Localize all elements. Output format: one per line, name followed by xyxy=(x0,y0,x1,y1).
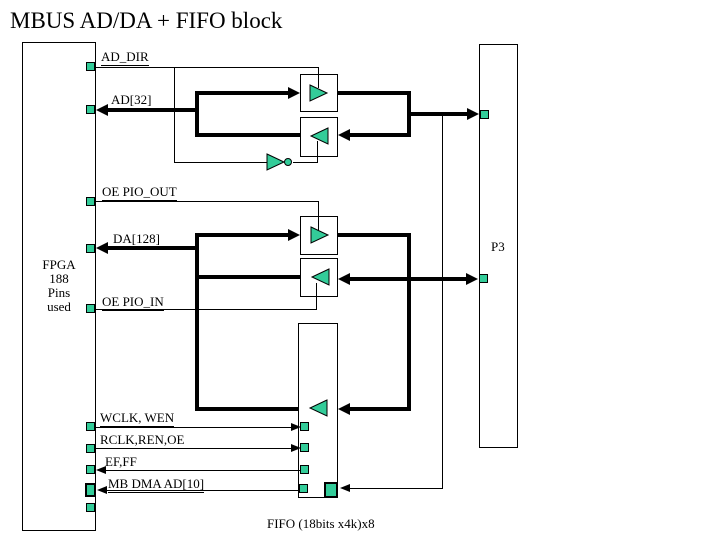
page-title: MBUS AD/DA + FIFO block xyxy=(10,8,283,33)
label-rclk: RCLK,REN,OE xyxy=(100,432,185,449)
wire-ad-dir xyxy=(95,67,319,68)
pin-mb-dma-fpga xyxy=(85,483,96,497)
bus-ad-fpga xyxy=(100,108,199,112)
bus-da-out-buffer-right xyxy=(338,233,411,237)
wire-oe-pio-in xyxy=(95,309,317,310)
pin-wclk-fpga xyxy=(86,422,95,431)
arrow-rclk-into-fifo-icon xyxy=(291,444,301,452)
bus-da-p3-bidir xyxy=(349,277,467,281)
label-da-bus: DA[128] xyxy=(113,231,160,248)
pin-oe-pio-out-fpga xyxy=(86,197,95,206)
bus-da-to-out-buffer xyxy=(195,233,290,237)
arrow-da-into-in-buffer-icon xyxy=(338,273,350,285)
bus-ad-p3-to-in-buffer xyxy=(349,133,411,137)
arrow-da-into-out-buffer-icon xyxy=(288,229,300,241)
bus-da-to-fifo-left xyxy=(195,407,298,411)
wire-inverter-output xyxy=(293,162,318,163)
triangle-left-icon xyxy=(309,126,329,151)
wire-oe-pio-out xyxy=(95,201,319,202)
triangle-right-icon xyxy=(309,83,329,108)
wire-oe-pio-out-enable xyxy=(318,201,319,230)
wire-inverter-input xyxy=(174,162,267,163)
pin-rclk-fifo xyxy=(300,443,309,452)
arrow-ad-into-p3-icon xyxy=(467,108,479,120)
fpga-block xyxy=(22,42,96,531)
arrow-mb-dma-into-fpga-icon xyxy=(97,486,107,494)
wire-wclk xyxy=(95,427,295,428)
wire-oe-pio-in-enable xyxy=(316,283,317,309)
bus-da-from-in-buffer xyxy=(195,275,300,279)
label-oe-pio-out: OE PIO_OUT xyxy=(102,184,177,201)
arrow-wclk-into-fifo-icon xyxy=(291,423,301,431)
wire-ad-dir-enable-out xyxy=(318,67,319,88)
triangle-right-icon xyxy=(310,225,330,250)
label-oe-pio-in: OE PIO_IN xyxy=(102,294,164,311)
fpga-label: FPGA 188 Pins used xyxy=(42,257,76,314)
arrow-ad-into-fpga-icon xyxy=(96,104,108,116)
pin-ef-fifo xyxy=(300,465,309,474)
pin-rclk-fpga xyxy=(86,444,95,453)
wire-rclk xyxy=(95,448,295,449)
triangle-left-icon xyxy=(310,267,330,292)
arrow-da-into-fpga-icon xyxy=(96,242,108,254)
label-mb-dma: MB DMA AD[10] xyxy=(108,476,205,493)
wire-ad-to-fifo-vertical xyxy=(442,114,443,488)
pin-ad-p3 xyxy=(480,110,489,119)
bus-ad-split-vertical xyxy=(195,91,199,137)
pin-da-bus-fpga xyxy=(86,244,95,253)
bus-ad-from-in-buffer xyxy=(195,133,300,137)
pin-ad-dir-fpga xyxy=(86,62,95,71)
pin-wclk-fifo xyxy=(300,422,309,431)
pin-oe-pio-in-fpga xyxy=(86,304,95,313)
arrow-ad-into-out-buffer-icon xyxy=(288,87,300,99)
wire-ad-dir-enable-in xyxy=(317,141,318,162)
label-wclk: WCLK, WEN xyxy=(100,410,175,427)
bus-ad-p3 xyxy=(407,112,469,116)
pin-spare-fpga xyxy=(86,503,95,512)
pin-ef-fpga xyxy=(86,465,95,474)
bus-da-right-vertical xyxy=(407,233,411,411)
label-ad-bus: AD[32] xyxy=(111,92,152,109)
label-ad-dir: AD_DIR xyxy=(101,49,149,66)
inverter-icon xyxy=(266,152,286,177)
arrow-ef-into-fpga-icon xyxy=(96,466,106,474)
arrow-ad-into-fifo-conn-icon xyxy=(340,484,350,492)
fifo-label: FIFO (18bits x4k)x8 xyxy=(267,516,375,531)
p3-label: P3 xyxy=(491,239,505,254)
inverter-bubble-icon xyxy=(284,158,292,166)
bus-ad-to-out-buffer xyxy=(195,91,290,95)
arrow-da-into-fifo-icon xyxy=(338,403,350,415)
arrow-ad-into-in-buffer-icon xyxy=(338,129,350,141)
wire-ef xyxy=(100,470,300,471)
bus-da-fpga xyxy=(100,246,199,250)
pin-ad-fifo xyxy=(324,482,338,498)
bus-ad-out-buffer-to-p3 xyxy=(338,91,411,95)
arrow-da-into-p3-icon xyxy=(466,273,478,285)
pin-ad-bus-fpga xyxy=(86,105,95,114)
wire-ad-to-fifo-horizontal xyxy=(344,488,443,489)
wire-mb-dma xyxy=(101,490,299,491)
bus-da-to-fifo-right xyxy=(349,407,411,411)
pin-da-p3 xyxy=(479,274,488,283)
bus-da-split-vertical xyxy=(195,233,199,411)
wire-ad-dir-branch xyxy=(174,67,175,162)
pin-mb-dma-fifo xyxy=(299,484,308,493)
label-ef: EF,FF xyxy=(105,454,137,471)
triangle-left-icon xyxy=(308,398,328,423)
